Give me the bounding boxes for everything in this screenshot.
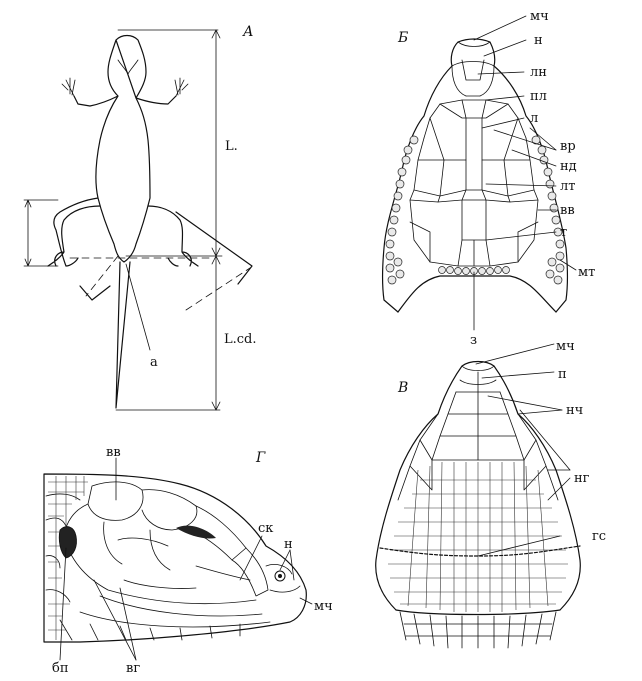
label-L: L. (225, 139, 238, 154)
b-label-vv: вв (560, 203, 575, 218)
b-label-lt: лт (560, 179, 575, 194)
tail-outline (115, 261, 131, 409)
throat-edge (395, 609, 561, 616)
arrow-top (211, 29, 221, 39)
b-label-t: т (560, 225, 567, 240)
gular-scales (388, 461, 568, 612)
dashed-right-diagonal (185, 267, 251, 311)
lateral-shields (45, 481, 271, 641)
pointer-a (125, 263, 151, 351)
panel-g-leaders (59, 457, 313, 661)
lateral-small-scales (48, 476, 88, 640)
b-label-mch: мч (530, 9, 549, 24)
panel-b: Б (381, 9, 595, 348)
b-label-z: з (470, 333, 477, 348)
b-label-nd: нд (560, 159, 577, 174)
nostril (274, 570, 286, 582)
head-lateral-outline (43, 473, 307, 643)
panel-v-letter: В (397, 380, 408, 396)
b-label-mt: мт (578, 265, 595, 280)
b-label-n: н (534, 33, 543, 48)
throat-fringe (399, 611, 557, 649)
right-limb-measure (175, 211, 253, 285)
head-detail (117, 59, 139, 75)
ear-opening (58, 526, 77, 559)
v-label-ng: нг (574, 471, 590, 486)
g-label-mch: мч (314, 599, 333, 614)
lateral-scales (385, 135, 565, 285)
left-limb-measure (79, 285, 111, 301)
front-left-foot (61, 77, 76, 97)
g-label-n: н (284, 537, 293, 552)
panel-b-leaders (473, 15, 577, 331)
snout-shields (265, 564, 301, 593)
arrow-bottom (211, 401, 221, 411)
panel-v-leaders (475, 343, 571, 557)
front-right-foot (174, 77, 189, 97)
v-label-p: п (558, 367, 567, 382)
dashed-left-diagonal (85, 255, 119, 297)
g-label-vv: вв (106, 445, 121, 460)
v-label-mch: мч (556, 339, 575, 354)
v-label-gs: гс (592, 529, 606, 544)
panel-g: Г (43, 445, 333, 676)
b-label-l: л (530, 111, 538, 126)
b-label-ln: лн (530, 65, 547, 80)
leg-bracket-left (23, 199, 59, 267)
eye-marking (176, 525, 216, 539)
g-label-bp: бп (52, 661, 69, 676)
panel-a: А L. L.cd. а (23, 24, 257, 411)
b-label-pl: пл (530, 89, 547, 104)
v-label-nch: нч (566, 403, 583, 418)
arrow-mid-down (211, 255, 221, 265)
hind-left-leg (47, 205, 101, 267)
dorsal-shields (409, 41, 539, 267)
nostril-center (278, 574, 282, 578)
label-a: а (150, 355, 158, 370)
g-label-sk: ск (258, 521, 273, 536)
lizard-body-outline (53, 34, 177, 267)
b-label-vr: вр (560, 139, 576, 154)
panel-b-letter: Б (397, 30, 408, 46)
ventral-shields (397, 365, 559, 501)
panel-a-letter: А (242, 24, 254, 40)
g-label-vg: вг (126, 661, 140, 676)
hind-right-leg (147, 205, 199, 267)
panel-v: В (375, 339, 606, 649)
throat-fold (379, 545, 581, 557)
panel-g-letter: Г (255, 450, 266, 466)
label-Lcd: L.cd. (224, 332, 257, 347)
head-ventral-outline (375, 360, 581, 611)
head-posterior-edge (397, 275, 557, 313)
